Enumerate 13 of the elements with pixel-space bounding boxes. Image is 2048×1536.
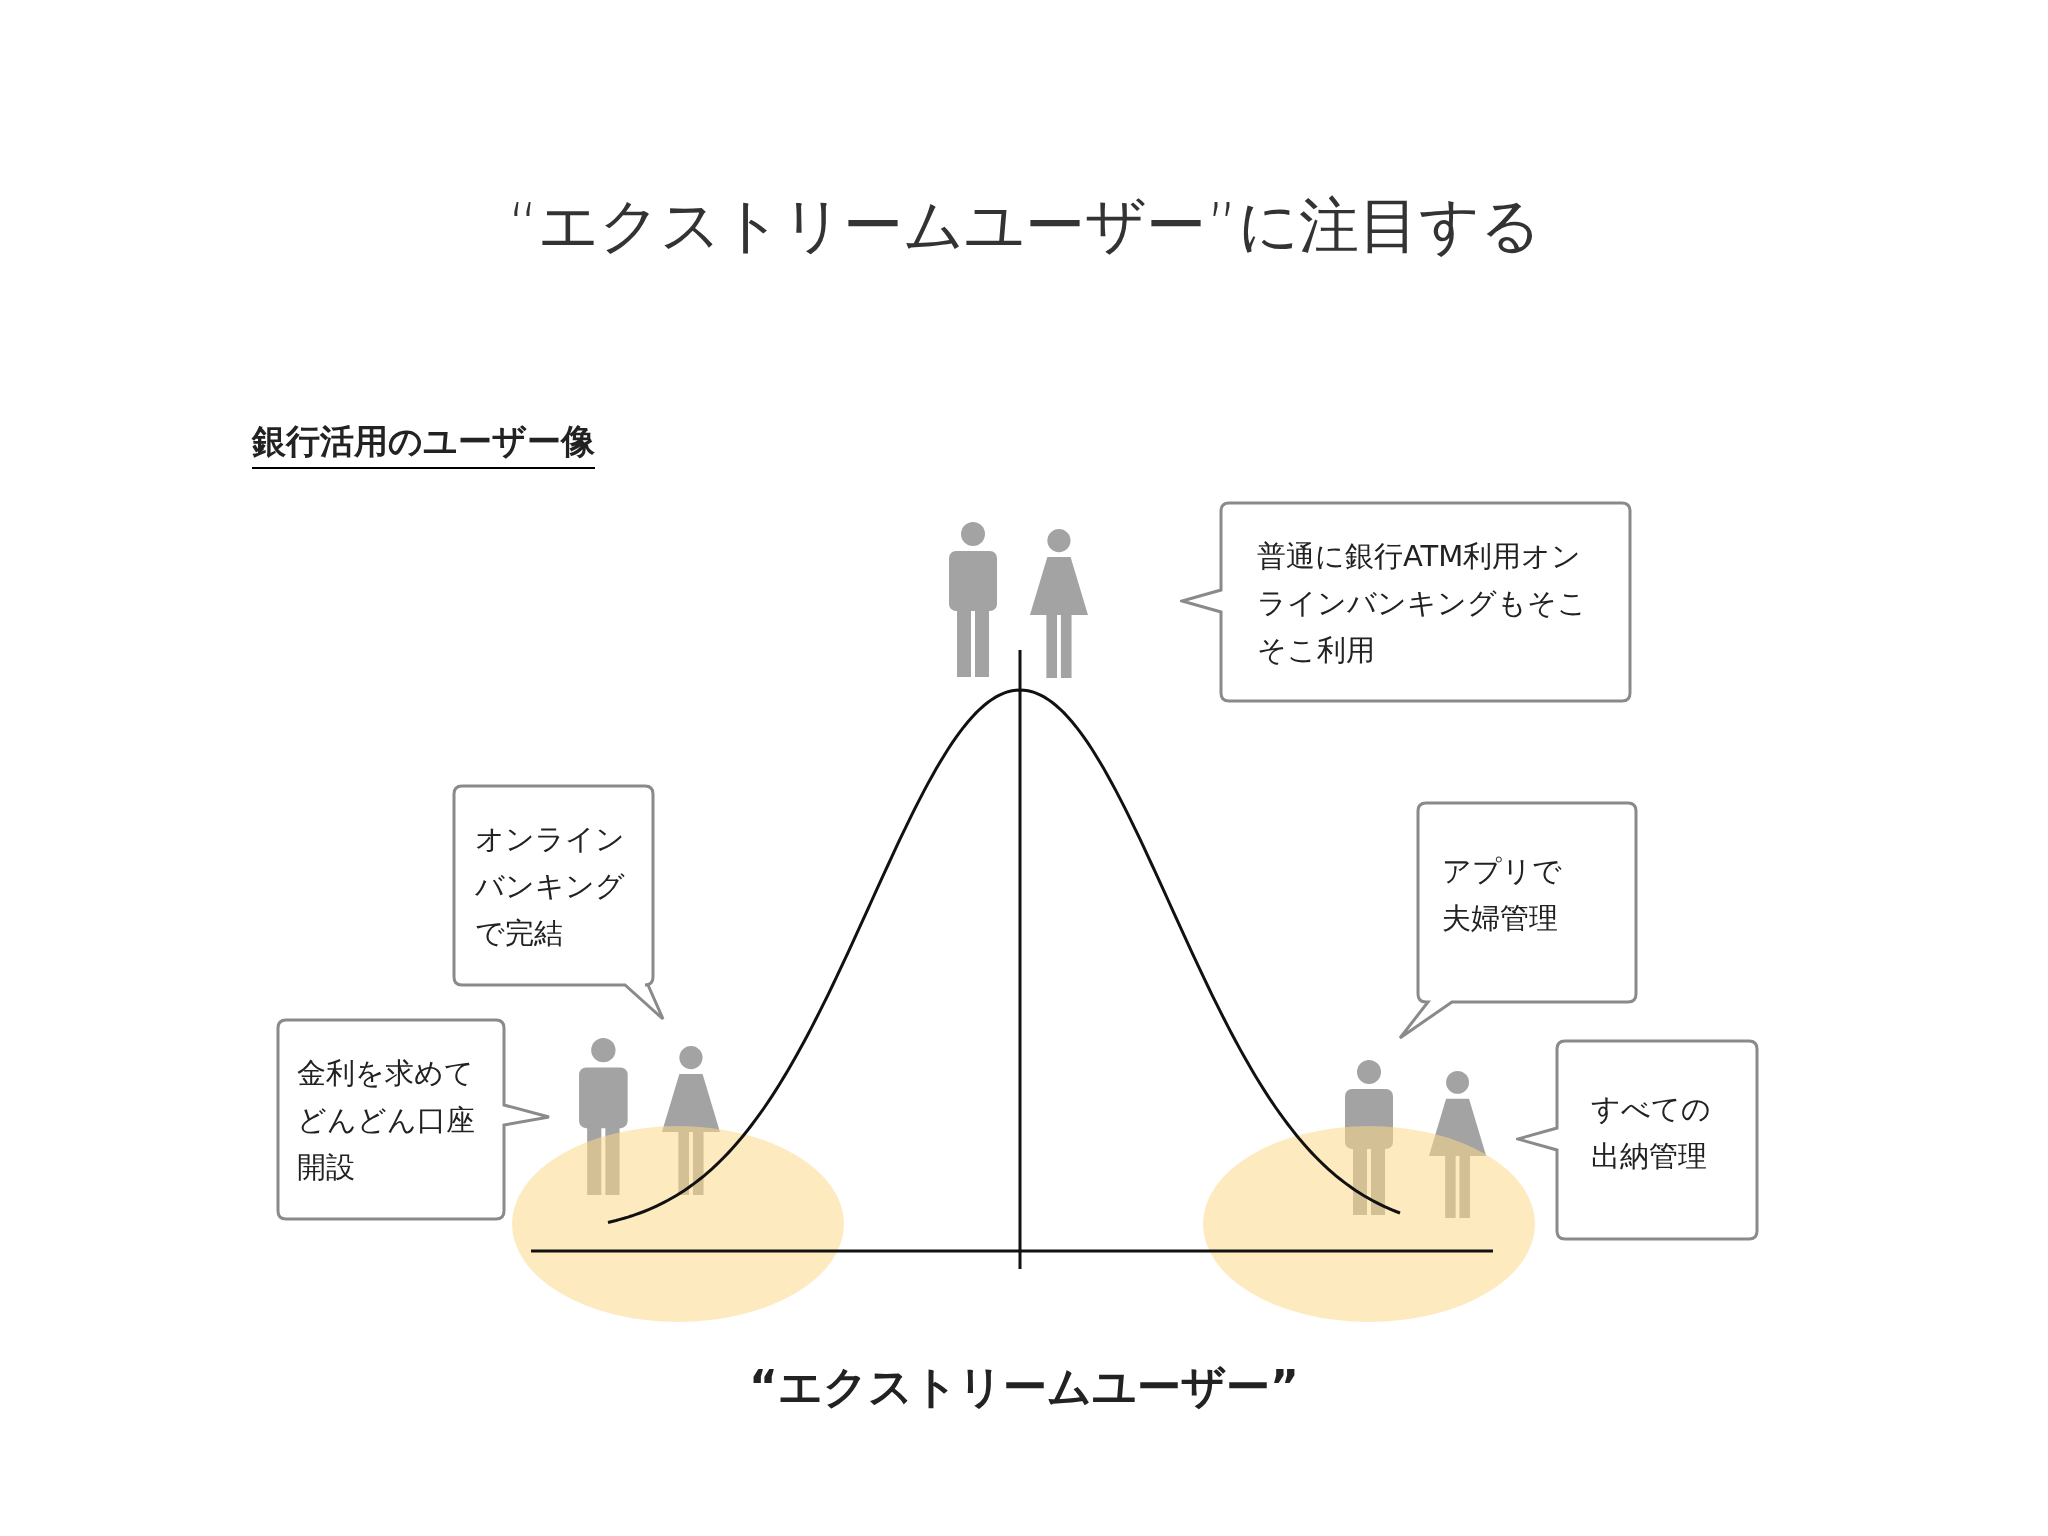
bubble-text: 金利を求めてどんどん口座開設 [297,1055,476,1186]
speech-bubble [1398,801,1638,1040]
title: “エクストリームユーザー”に注目する [507,195,1541,255]
speech-bubble [452,784,665,1021]
bubble-text: 普通に銀行ATM利用オンラインバンキングもそこそこ利用 [1257,538,1588,669]
section-heading: 銀行活用のユーザー像 [252,420,595,469]
speech-bubble [276,1018,551,1221]
axis-caption: “エクストリームユーザー” [749,1365,1299,1409]
bubble-text: オンラインバンキングで完結 [475,821,626,952]
speech-bubble [1516,1039,1759,1241]
speech-bubble [1180,501,1632,703]
bubble-text: アプリで夫婦管理 [1442,853,1563,937]
bubble-text: すべての出納管理 [1591,1091,1712,1175]
